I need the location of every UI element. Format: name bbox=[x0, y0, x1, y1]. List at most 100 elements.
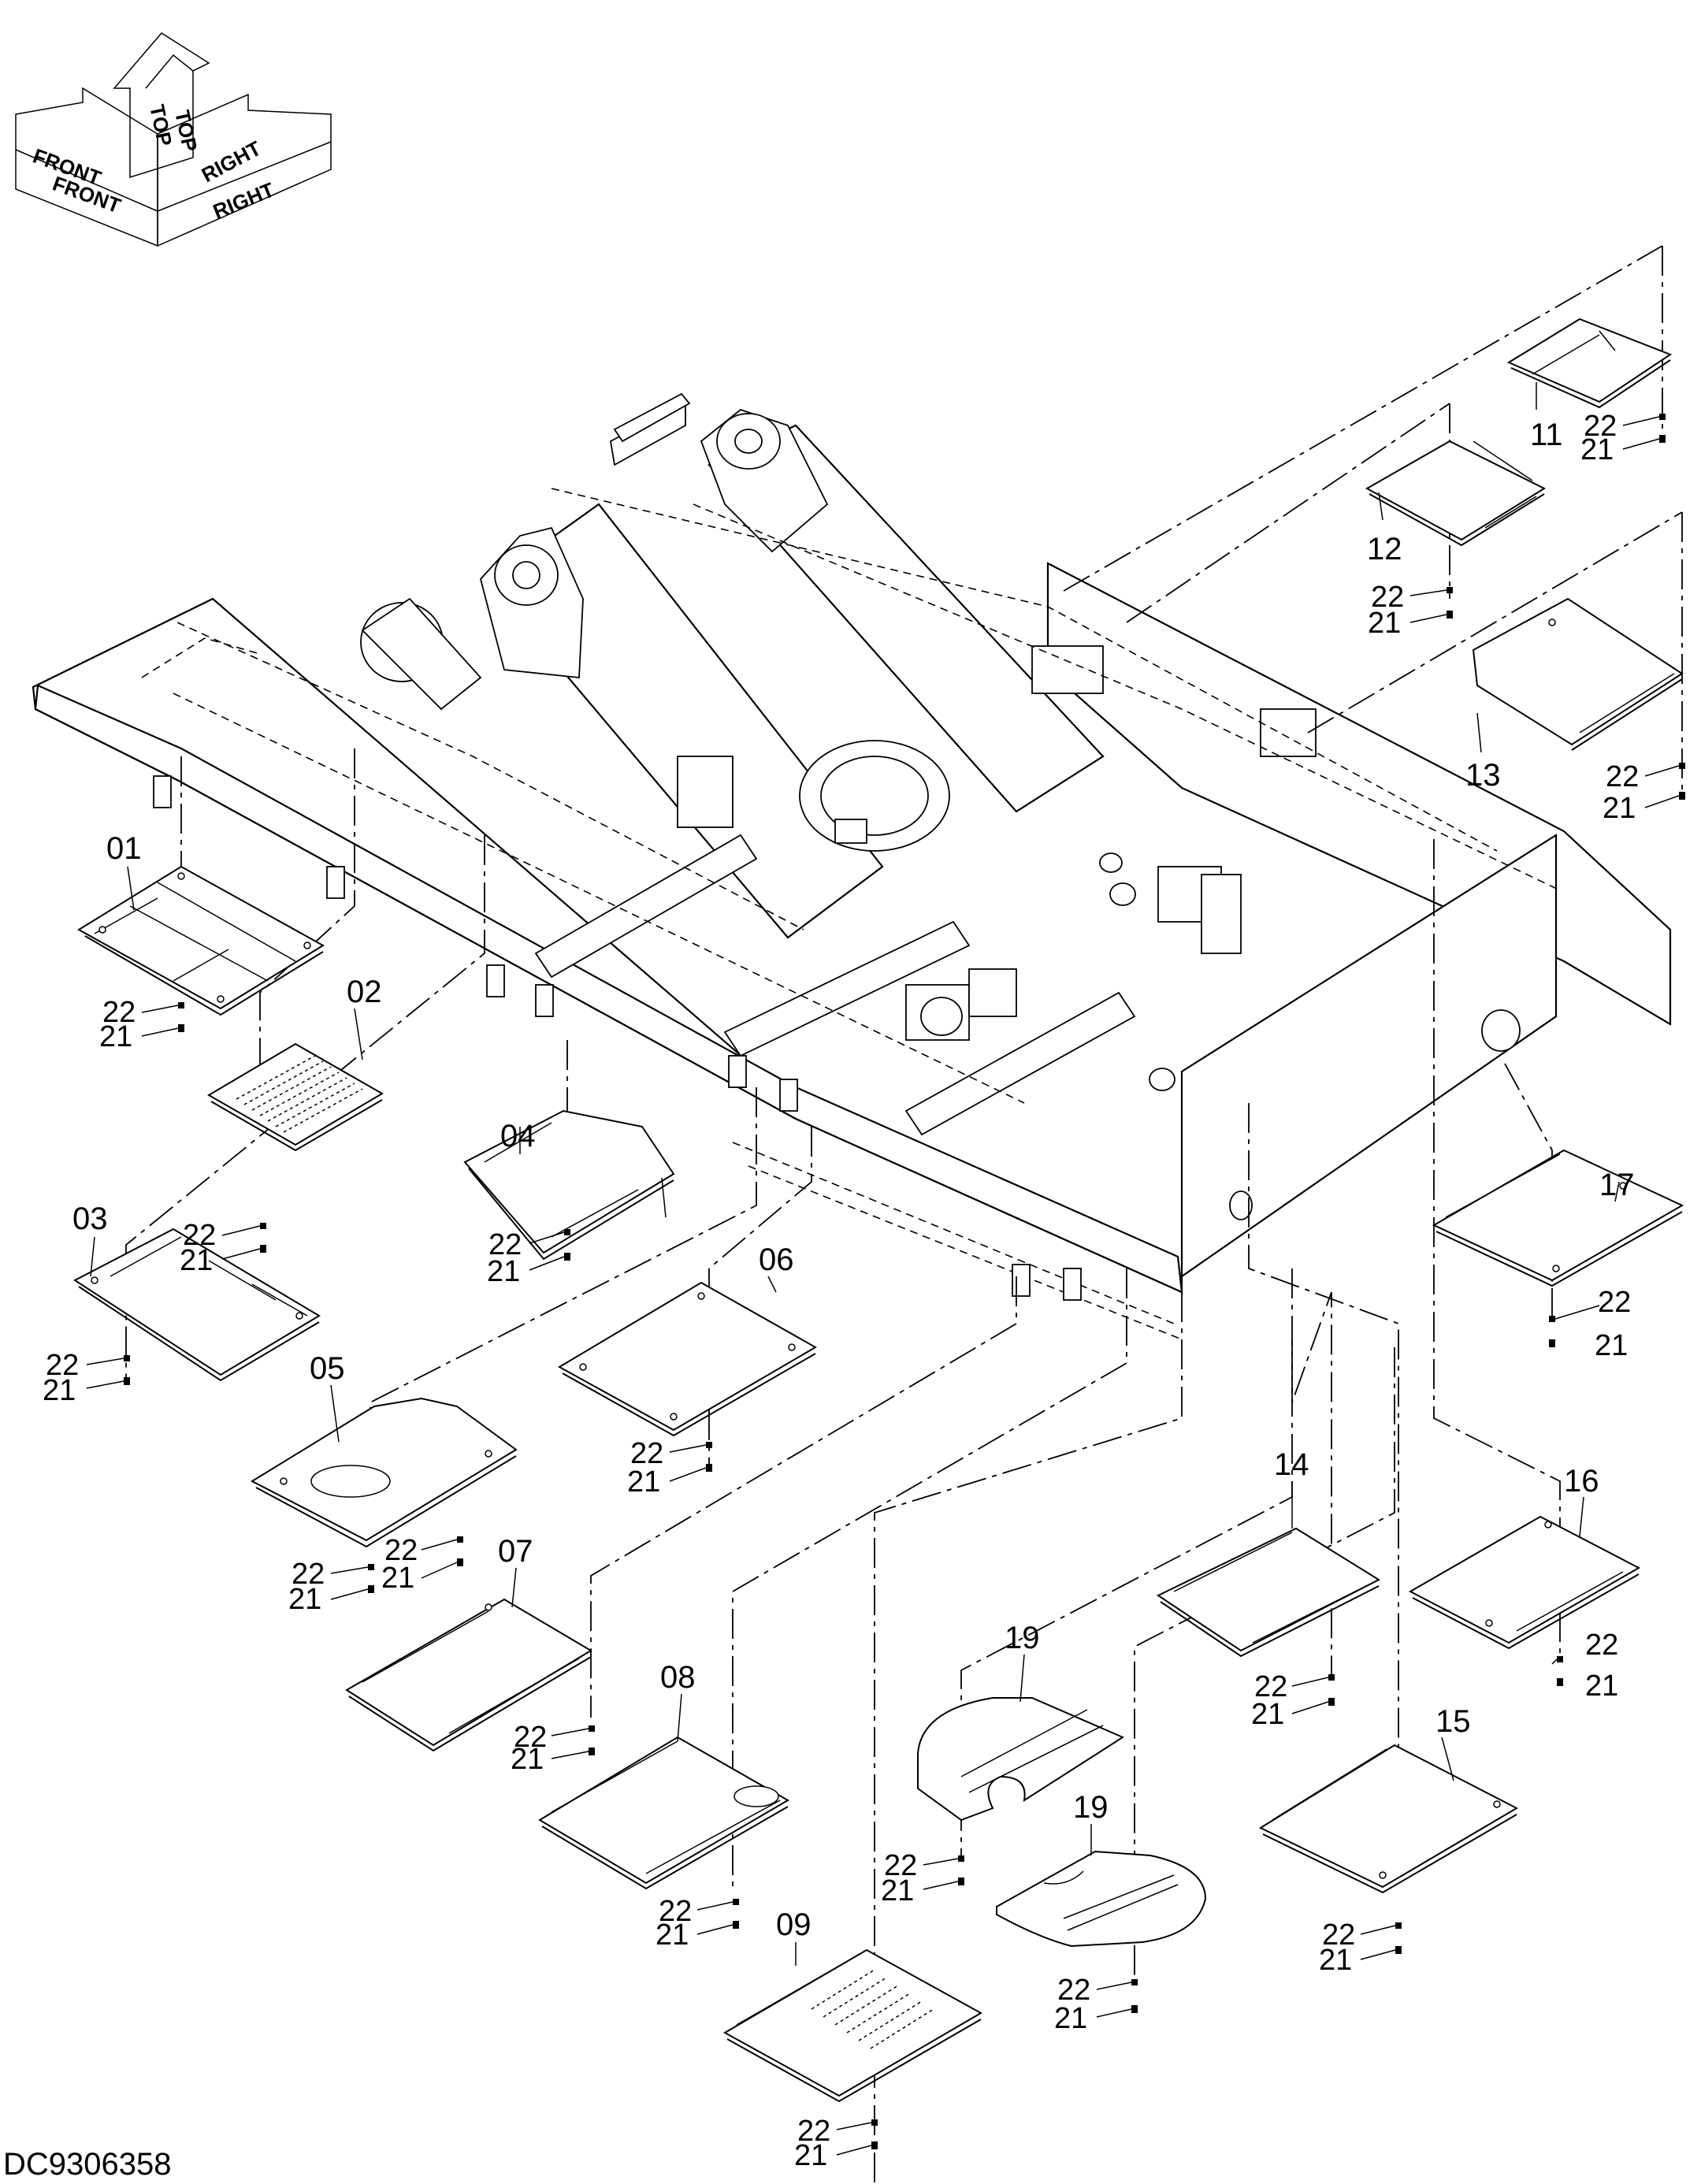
cross-member-mid bbox=[723, 920, 971, 1057]
frame-hidden-lines bbox=[141, 488, 1561, 1340]
cover-01[interactable] bbox=[77, 865, 325, 1016]
perforation-pattern bbox=[236, 1055, 363, 1133]
bolt-label: 21 bbox=[1603, 792, 1636, 825]
washer-label: 22 bbox=[1254, 1670, 1287, 1703]
cover-03[interactable] bbox=[73, 1228, 321, 1382]
orientation-right-label: RIGHT bbox=[198, 136, 266, 188]
cover-17[interactable] bbox=[1432, 1149, 1684, 1287]
label-08: 08 bbox=[660, 1660, 696, 1695]
label-15: 15 bbox=[1435, 1704, 1471, 1739]
label-07: 07 bbox=[498, 1534, 533, 1569]
orientation-right-label-2: RIGHT bbox=[210, 177, 277, 223]
cover-05[interactable] bbox=[250, 1397, 518, 1548]
cover-08[interactable] bbox=[538, 1736, 789, 1890]
bolt-label: 21 bbox=[99, 1020, 132, 1053]
cover-19-upper[interactable] bbox=[917, 1697, 1125, 1822]
frame-brackets bbox=[677, 645, 1521, 1220]
bolt-label: 21 bbox=[511, 1743, 544, 1776]
washer-label: 22 bbox=[797, 2115, 830, 2148]
label-19-lower: 19 bbox=[1073, 1790, 1109, 1825]
document-id: DC9306358 bbox=[3, 2147, 172, 2182]
label-16: 16 bbox=[1564, 1464, 1599, 1499]
upper-frame bbox=[32, 392, 1672, 1340]
washer-label: 22 bbox=[1371, 581, 1404, 614]
label-12: 12 bbox=[1367, 532, 1402, 566]
washer-label: 22 bbox=[292, 1558, 325, 1591]
washer-label: 22 bbox=[384, 1534, 418, 1567]
orientation-arrow-top-icon bbox=[113, 32, 210, 179]
label-06: 06 bbox=[759, 1242, 794, 1277]
bolt-label: 21 bbox=[1251, 1698, 1284, 1731]
label-13: 13 bbox=[1465, 758, 1501, 793]
cover-14[interactable] bbox=[1156, 1527, 1381, 1658]
label-14: 14 bbox=[1274, 1447, 1309, 1482]
cover-11[interactable] bbox=[1506, 318, 1673, 409]
label-17: 17 bbox=[1599, 1168, 1635, 1202]
bolt-label: 21 bbox=[1580, 433, 1614, 466]
bolt-label: 21 bbox=[43, 1374, 76, 1407]
bolt-label: 21 bbox=[381, 1562, 414, 1595]
washer-label: 22 bbox=[1322, 1918, 1355, 1952]
cover-09[interactable] bbox=[722, 1948, 983, 2103]
boom-foot-rear bbox=[610, 392, 829, 553]
label-05: 05 bbox=[310, 1351, 345, 1386]
washer-label: 22 bbox=[1598, 1286, 1631, 1319]
washer-label: 22 bbox=[1057, 1974, 1090, 2007]
washer-label: 22 bbox=[46, 1349, 79, 1382]
cover-06[interactable] bbox=[557, 1281, 818, 1437]
cross-member-rear bbox=[904, 991, 1136, 1136]
leader-lines bbox=[86, 382, 1680, 2156]
bolt-label: 21 bbox=[1319, 1944, 1352, 1977]
boom-foot-left bbox=[360, 597, 482, 711]
washer-label: 22 bbox=[1585, 1629, 1618, 1662]
label-09: 09 bbox=[776, 1907, 812, 1942]
orientation-top-label: TOP bbox=[145, 102, 176, 148]
left-beam-face bbox=[34, 684, 1183, 1294]
cover-19-lower[interactable] bbox=[996, 1850, 1207, 1948]
cross-member-front bbox=[534, 834, 758, 979]
label-11: 11 bbox=[1530, 418, 1563, 452]
cover-16[interactable] bbox=[1408, 1515, 1641, 1650]
cover-04[interactable] bbox=[463, 1109, 675, 1261]
bolt-label: 21 bbox=[487, 1255, 520, 1288]
label-03: 03 bbox=[72, 1202, 108, 1236]
bolt-label: 21 bbox=[794, 2139, 827, 2172]
bolt-label: 21 bbox=[881, 1874, 914, 1907]
washer-label: 22 bbox=[630, 1437, 663, 1470]
cover-02[interactable] bbox=[207, 1042, 384, 1152]
fastener-markers bbox=[124, 414, 1685, 2149]
bolt-label: 21 bbox=[288, 1583, 321, 1616]
bolt-label: 21 bbox=[627, 1465, 660, 1499]
washer-label: 22 bbox=[659, 1895, 692, 1928]
orientation-indicator: FRONT FRONT TOP TOP RIGHT RIGHT bbox=[15, 32, 332, 247]
bolt-label: 21 bbox=[1368, 607, 1401, 640]
washer-label: 22 bbox=[514, 1721, 547, 1754]
washer-label: 22 bbox=[488, 1228, 522, 1261]
cover-13[interactable] bbox=[1472, 597, 1684, 751]
cover-12[interactable] bbox=[1365, 440, 1547, 547]
boom-foot-center bbox=[480, 526, 584, 678]
washer-label: 22 bbox=[1584, 410, 1617, 443]
label-19-upper: 19 bbox=[1005, 1621, 1040, 1655]
washer-label: 22 bbox=[884, 1849, 917, 1882]
washer-label: 22 bbox=[183, 1219, 216, 1252]
bolt-label: 21 bbox=[656, 1918, 689, 1952]
bolt-label: 21 bbox=[1585, 1670, 1618, 1703]
cover-15[interactable] bbox=[1258, 1744, 1519, 1894]
label-01: 01 bbox=[106, 831, 142, 866]
label-02: 02 bbox=[347, 975, 382, 1009]
label-04: 04 bbox=[500, 1119, 536, 1153]
cover-07[interactable] bbox=[345, 1598, 592, 1752]
orientation-arrow-right-icon bbox=[157, 93, 332, 247]
frame-lugs bbox=[153, 775, 1082, 1301]
bolt-label: 21 bbox=[1595, 1329, 1628, 1362]
washer-label: 22 bbox=[1606, 760, 1639, 793]
washer-label: 22 bbox=[102, 996, 136, 1029]
bolt-label: 21 bbox=[1054, 2002, 1087, 2035]
part-labels: 01 02 03 04 05 06 07 08 09 11 12 13 14 1… bbox=[72, 418, 1635, 1942]
fastener-labels: 22 21 22 21 22 21 22 21 22 21 22 21 22 2… bbox=[43, 410, 1639, 2172]
swing-bearing-ring bbox=[799, 740, 950, 852]
counterweight-plate bbox=[1180, 834, 1558, 1279]
orientation-top-label-2: TOP bbox=[170, 108, 202, 154]
